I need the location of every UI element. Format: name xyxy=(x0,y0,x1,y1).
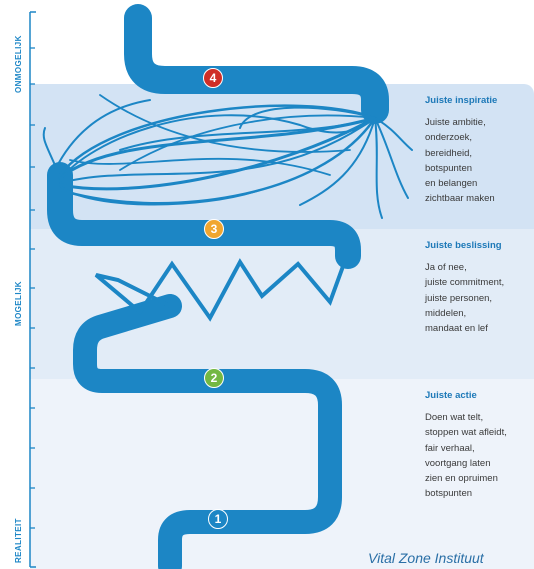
panel-inspiration-body: Juiste ambitie, onderzoek, bereidheid, b… xyxy=(425,117,495,205)
zone-band-decision xyxy=(30,229,534,379)
axis-label-reality: REALITEIT xyxy=(14,518,23,563)
axis-label-impossible: ONMOGELIJK xyxy=(14,35,23,93)
panel-inspiration: Juiste inspiratie Juiste ambitie, onderz… xyxy=(425,95,533,207)
step-two-badge: 2 xyxy=(204,368,224,388)
vertical-axis xyxy=(29,11,36,568)
zone-band-action xyxy=(30,379,534,569)
axis-ticks xyxy=(30,47,35,529)
inspiration-tangle xyxy=(42,94,413,219)
axis-label-possible: MOGELIJK xyxy=(14,281,23,326)
panel-decision-body: Ja of nee, juiste commitment, juiste per… xyxy=(425,262,505,335)
path-start xyxy=(73,294,342,569)
panel-action-title: Juiste actie xyxy=(425,390,477,401)
step-one-badge: 1 xyxy=(208,509,228,529)
path-top xyxy=(124,4,389,124)
path-zigzag xyxy=(94,236,350,322)
panel-action-body: Doen wat telt, stoppen wat afleidt, fair… xyxy=(425,412,507,500)
panel-decision: Juiste beslissing Ja of nee, juiste comm… xyxy=(425,240,533,336)
path-upper xyxy=(47,162,361,269)
step-three-badge: 3 xyxy=(204,219,224,239)
step-four-badge: 4 xyxy=(203,68,223,88)
footer-credit: Vital Zone Instituut xyxy=(368,550,484,566)
panel-decision-title: Juiste beslissing xyxy=(425,240,502,251)
panel-action: Juiste actie Doen wat telt, stoppen wat … xyxy=(425,390,533,502)
panel-inspiration-title: Juiste inspiratie xyxy=(425,95,498,106)
